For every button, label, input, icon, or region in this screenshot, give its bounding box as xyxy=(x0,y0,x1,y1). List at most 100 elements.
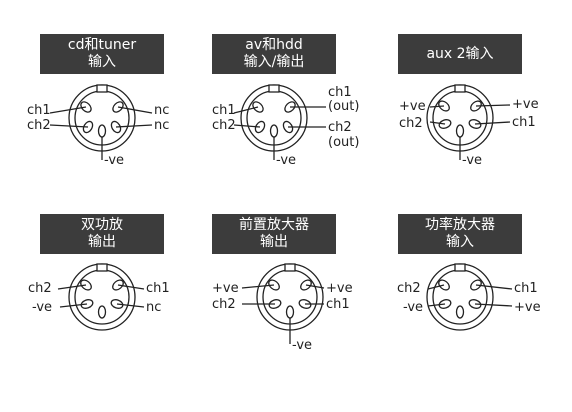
leader-line xyxy=(233,106,259,114)
connector-preamp-output: +ve ch2 +ve ch1 -ve xyxy=(212,263,353,353)
label-ch2-out: ch2 xyxy=(328,120,352,135)
connector-key-notch xyxy=(454,84,466,93)
label-ch2: ch2 xyxy=(28,281,52,296)
pin-plus-left xyxy=(438,100,450,112)
label-ch1: ch1 xyxy=(27,103,51,118)
header-line-2: 输出 xyxy=(260,234,288,250)
label-ch2: ch2 xyxy=(399,116,423,131)
label-ch1: ch1 xyxy=(146,281,170,296)
connector-inner-ring xyxy=(432,269,488,325)
leader-line xyxy=(57,284,87,290)
connector-key-notch xyxy=(96,84,108,93)
connector-dual-amp-output: ch2 -ve ch1 nc xyxy=(28,263,170,331)
pin-bottom xyxy=(455,305,465,319)
label-ch1-out: ch1 xyxy=(328,85,352,100)
leader-line xyxy=(429,121,446,125)
pin-ch1 xyxy=(470,279,482,291)
header-dual-amp-output: 双功放 输出 xyxy=(40,214,164,254)
leader-line xyxy=(474,303,513,307)
label-ch2: ch2 xyxy=(212,297,236,312)
label-ground: -ve xyxy=(292,338,312,353)
leader-line xyxy=(305,284,325,289)
header-line-1: aux 2输入 xyxy=(426,45,494,62)
connector-cd-tuner-input: ch1 ch2 nc nc -ve xyxy=(27,84,169,168)
header-line-1: 功率放大器 xyxy=(425,217,495,233)
connector-aux2-input: +ve ch2 +ve ch1 -ve xyxy=(399,84,539,168)
connector-av-hdd-input-output: ch1 ch2 ch1 (out) ch2 (out) -ve xyxy=(212,84,359,168)
leader-line xyxy=(49,106,87,114)
leader-line xyxy=(241,284,275,289)
pin-ch2 xyxy=(438,119,452,129)
label-ch2: ch2 xyxy=(27,118,51,133)
pin-ch2 xyxy=(82,120,94,134)
pin-ch1 xyxy=(80,101,92,113)
leader-line xyxy=(117,284,145,290)
label-plus-ve: +ve xyxy=(514,300,541,315)
label-ch1: ch1 xyxy=(512,115,536,130)
label-nc: nc xyxy=(154,118,169,133)
leader-line xyxy=(115,124,153,128)
label-ch1: ch1 xyxy=(326,297,350,312)
pin-nc xyxy=(110,299,124,309)
header-preamp-output: 前置放大器 输出 xyxy=(212,214,336,254)
label-ch2: ch2 xyxy=(212,118,236,133)
pin-ch2 xyxy=(80,279,92,291)
pin-ground xyxy=(455,124,465,138)
header-line-1: 双功放 xyxy=(81,217,123,233)
label-ch1: ch1 xyxy=(212,103,236,118)
connector-power-amp-input: ch2 -ve ch1 +ve xyxy=(397,263,541,331)
pin-ch1 xyxy=(252,101,264,113)
leader-line xyxy=(427,303,446,307)
label-minus-ve: -ve xyxy=(403,300,423,315)
header-line-1: av和hdd xyxy=(245,37,303,53)
pin-plus-right xyxy=(470,100,482,112)
label-ch2: ch2 xyxy=(397,281,421,296)
pin-ground xyxy=(285,305,295,319)
label-ground: -ve xyxy=(462,153,482,168)
pin-ch1 xyxy=(298,299,312,309)
label-plus-ve: +ve xyxy=(326,281,353,296)
connector-outer-ring xyxy=(68,263,136,331)
label-out: (out) xyxy=(328,135,359,150)
pin-nc-top xyxy=(112,101,124,113)
pin-ch1-out xyxy=(284,101,296,113)
pin-ch1 xyxy=(112,279,124,291)
header-power-amp-input: 功率放大器 输入 xyxy=(398,214,522,254)
header-line-2: 输入 xyxy=(446,234,474,250)
pin-ch2 xyxy=(438,279,450,291)
connector-inner-ring xyxy=(74,269,130,325)
pin-bottom xyxy=(97,305,107,319)
pin-ground xyxy=(438,299,452,309)
leader-line xyxy=(117,106,153,114)
label-plus-ve: +ve xyxy=(399,99,426,114)
leader-line xyxy=(427,284,445,290)
header-line-1: 前置放大器 xyxy=(239,217,309,233)
header-line-2: 输入/输出 xyxy=(243,54,305,70)
label-out: (out) xyxy=(328,99,359,114)
pin-ch2-out xyxy=(282,120,294,134)
pin-ch1 xyxy=(468,119,482,129)
pin-ground xyxy=(97,124,107,138)
connector-key-notch xyxy=(284,263,296,272)
leader-line xyxy=(475,104,511,107)
pin-plus-left xyxy=(268,279,280,291)
connector-outer-ring xyxy=(426,263,494,331)
connector-inner-ring xyxy=(262,269,318,325)
connector-key-notch xyxy=(268,84,280,93)
leader-line xyxy=(475,284,513,290)
label-nc: nc xyxy=(154,103,169,118)
connector-key-notch xyxy=(96,263,108,272)
leader-line xyxy=(474,121,511,125)
label-nc: nc xyxy=(146,300,161,315)
leader-line xyxy=(49,124,89,128)
header-line-2: 输出 xyxy=(88,234,116,250)
label-plus-ve: +ve xyxy=(512,97,539,112)
header-line-2: 输入 xyxy=(88,54,116,70)
connector-key-notch xyxy=(454,263,466,272)
label-ch1: ch1 xyxy=(514,281,538,296)
header-aux2-input: aux 2输入 xyxy=(398,34,522,74)
pin-ch2 xyxy=(268,299,282,309)
label-minus-ve: -ve xyxy=(32,300,52,315)
